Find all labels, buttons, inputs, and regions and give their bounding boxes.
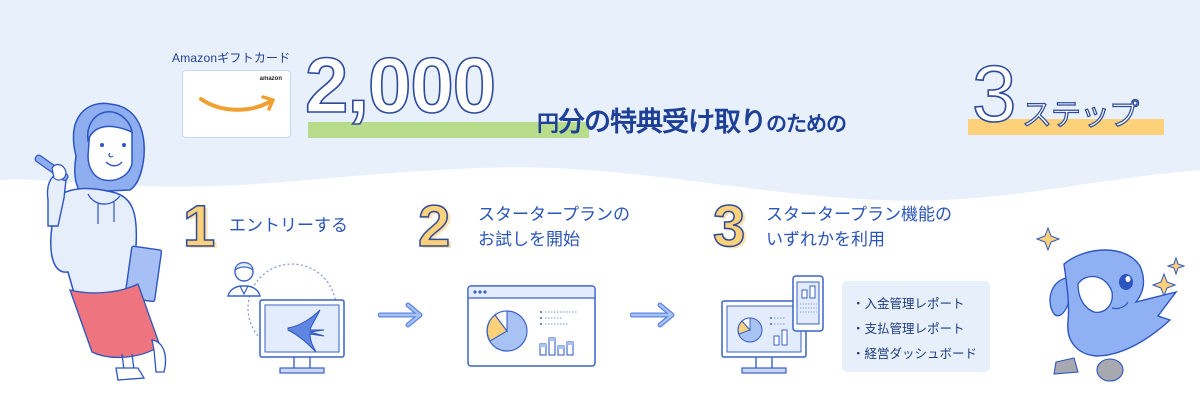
step-word-text: ステップ <box>1021 97 1139 133</box>
gift-card-label: Amazonギフトカード <box>172 51 291 65</box>
step-count-text: 3 <box>971 49 1017 138</box>
monitor-phone-dashboard-icon <box>721 275 824 374</box>
amazon-smile-icon <box>199 95 275 112</box>
step-2-text: スタータープランの お試しを開始 <box>478 203 630 253</box>
step-2-line1: スタータープランの <box>478 205 630 225</box>
three-steps-highlight: 3 ステップ <box>968 53 1168 142</box>
green-underline <box>308 122 589 138</box>
feature-item: ・経営ダッシュボード <box>852 346 978 361</box>
arrow-right-icon <box>630 302 675 328</box>
step-2-number: 2 <box>417 194 451 259</box>
feature-item: ・入金管理レポート <box>852 296 965 311</box>
feature-item: ・支払管理レポート <box>852 321 965 336</box>
arrow-right-icon <box>378 302 423 328</box>
amazon-gift-card: amazon <box>182 70 291 138</box>
headline-text: 円分の特典受け取りのための <box>537 100 847 139</box>
step-1-line1: エントリーする <box>229 216 348 236</box>
feature-list: ・入金管理レポート ・支払管理レポート ・経営ダッシュボード <box>842 281 990 372</box>
headline-tail: のための <box>766 112 847 136</box>
step-1-number: 1 <box>182 194 216 259</box>
step-3-number: 3 <box>712 194 746 259</box>
girl-illustration <box>34 102 167 381</box>
swallow-mascot-illustration <box>1035 226 1186 382</box>
headline-main: 分の特典受け取り <box>558 107 767 138</box>
amazon-brand-text: amazon <box>259 76 282 82</box>
step-3-text: スタータープラン機能の いずれかを利用 <box>766 203 952 253</box>
step-2-line2: お試しを開始 <box>478 230 580 250</box>
step-1-text: エントリーする <box>229 214 348 239</box>
amount-text: 2,000 <box>304 41 497 129</box>
yellow-underline <box>968 119 1164 135</box>
user-computer-swallow-icon <box>227 261 345 374</box>
amount-highlight: 2,000 <box>304 45 589 140</box>
dashboard-window-icon <box>467 285 596 367</box>
step-3-line1: スタータープラン機能の <box>766 205 952 225</box>
step-3-line2: いずれかを利用 <box>766 230 885 250</box>
yen-text: 円 <box>537 112 559 137</box>
